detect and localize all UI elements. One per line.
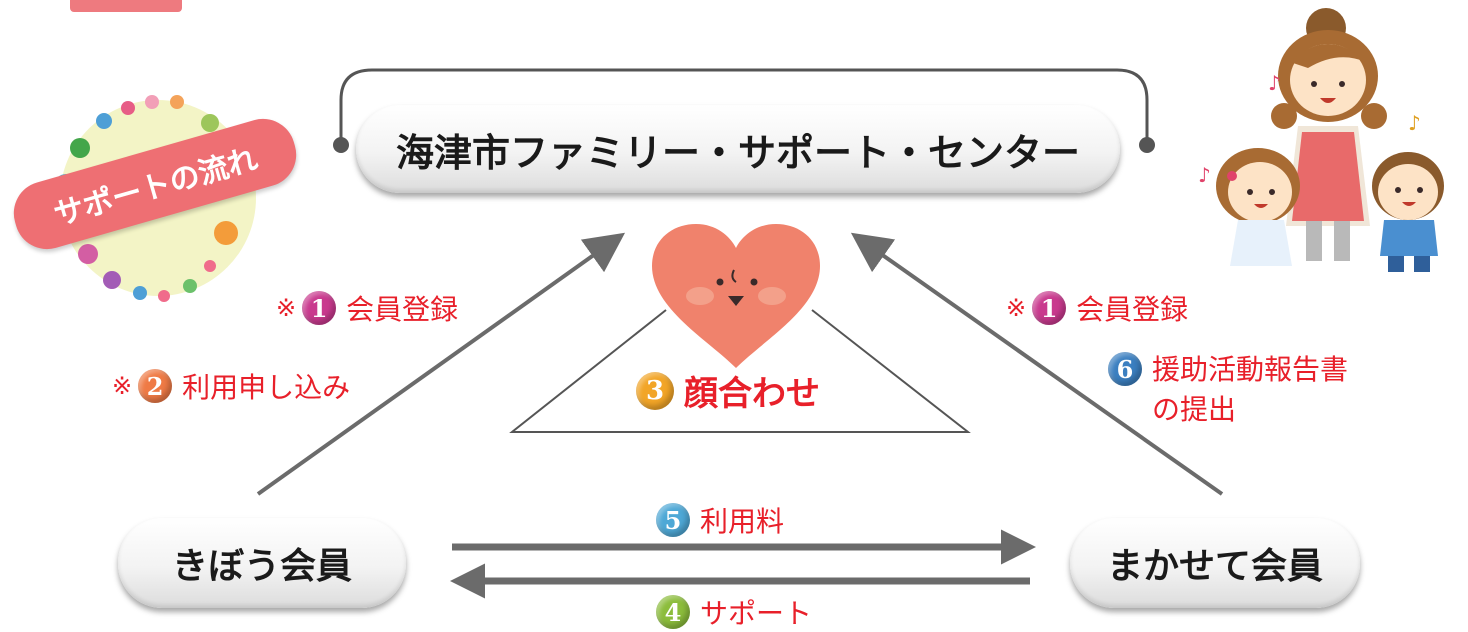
step-fee-text: 利用料 — [700, 505, 785, 538]
number-4-icon: 4 — [656, 595, 690, 629]
step-fee: 5 利用料 — [656, 500, 784, 540]
note-mark: ※ — [1006, 294, 1027, 322]
step-meeting: 3 顔合わせ — [636, 366, 820, 415]
kibou-member-box: きぼう会員 — [118, 518, 406, 608]
center-title: 海津市ファミリー・サポート・センター — [395, 130, 1080, 175]
svg-text:♪: ♪ — [1198, 163, 1211, 187]
step-support: 4 サポート — [656, 592, 812, 632]
top-tab-decoration — [70, 0, 182, 12]
heart-face-icon — [652, 224, 820, 368]
step-left-register: ※ 1 会員登録 — [276, 288, 458, 328]
makasete-member-label: まかせて会員 — [1106, 546, 1323, 587]
svg-text:♪: ♪ — [1408, 111, 1421, 135]
step-report: 6 援助活動報告書 の提出 — [1108, 350, 1348, 430]
bracket-dot-right — [1139, 137, 1155, 153]
family-illustration-icon: ♪ ♪ ♪ — [1198, 8, 1444, 272]
step-left-apply: ※ 2 利用申し込み — [112, 366, 350, 406]
step-left-register-text: 会員登録 — [346, 293, 459, 326]
step-left-apply-text: 利用申し込み — [182, 371, 351, 404]
step-right-register: ※ 1 会員登録 — [1006, 288, 1188, 328]
center-bracket-line — [339, 68, 1149, 144]
bracket-dot-left — [333, 137, 349, 153]
arrow-makasete-to-center — [850, 232, 1224, 496]
step-report-line1: 援助活動報告書 — [1152, 353, 1349, 386]
number-1-icon: 1 — [302, 291, 337, 325]
step-support-text: サポート — [700, 597, 813, 630]
svg-text:♪: ♪ — [1268, 71, 1281, 95]
note-mark: ※ — [112, 372, 133, 400]
number-5-icon: 5 — [656, 503, 690, 537]
center-title-box: 海津市ファミリー・サポート・センター — [356, 105, 1120, 193]
arrow-kibou-to-center — [256, 232, 626, 496]
note-mark: ※ — [276, 294, 297, 322]
step-right-register-text: 会員登録 — [1076, 293, 1189, 326]
number-3-icon: 3 — [636, 371, 674, 410]
step-report-text: 援助活動報告書 の提出 — [1152, 350, 1348, 430]
number-1-icon: 1 — [1032, 291, 1067, 325]
makasete-member-box: まかせて会員 — [1070, 518, 1360, 608]
kibou-member-label: きぼう会員 — [171, 546, 352, 587]
step-meeting-text: 顔合わせ — [684, 374, 820, 414]
number-2-icon: 2 — [138, 369, 173, 403]
meeting-triangle — [509, 309, 971, 433]
step-report-line2: の提出 — [1152, 393, 1237, 426]
number-6-icon: 6 — [1108, 352, 1142, 386]
